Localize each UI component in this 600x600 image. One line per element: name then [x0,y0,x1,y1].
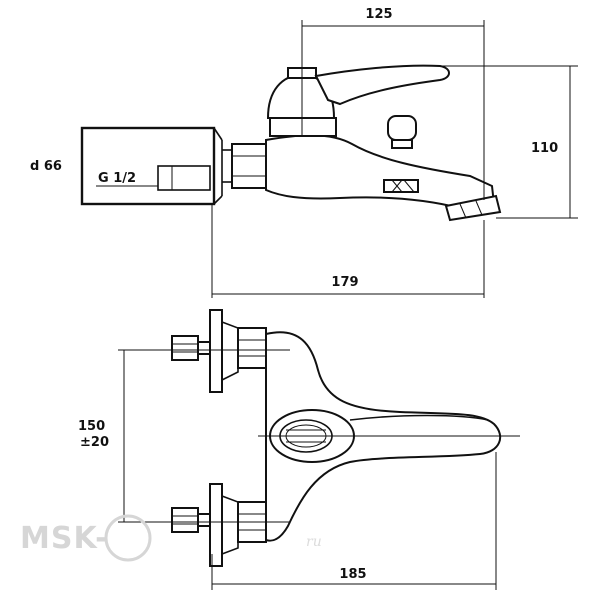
connector-nut [222,143,267,189]
dim-width-125: 125 [365,7,392,22]
lever-handle [314,64,450,106]
upper-connection [171,309,267,393]
dim-tolerance: ±20 [80,435,109,450]
plan-view: 150 ±20 185 [78,309,520,590]
dim-length-185: 185 [339,567,366,582]
plan-view-dimensions [118,349,520,590]
dim-length-179: 179 [331,275,358,290]
lower-connection [171,483,267,567]
side-view: 125 110 179 d 66 G 1/2 [30,7,578,298]
dim-spacing-150: 150 [78,419,105,434]
watermark-text: MSK- [20,521,109,556]
dim-height-110: 110 [531,141,558,156]
mixer-body [265,134,496,210]
thread-label: G 1/2 [98,171,136,186]
watermark-suffix: ru [306,534,322,550]
dim-diameter-66: d 66 [30,159,62,174]
outlet-detail [383,179,419,193]
spout-aerator [444,194,502,222]
watermark: MSK- ru [20,514,322,562]
side-view-dimensions [211,20,578,298]
lever-end-plan [349,414,489,421]
wall-flange [80,126,223,206]
diverter-knob [387,115,417,149]
